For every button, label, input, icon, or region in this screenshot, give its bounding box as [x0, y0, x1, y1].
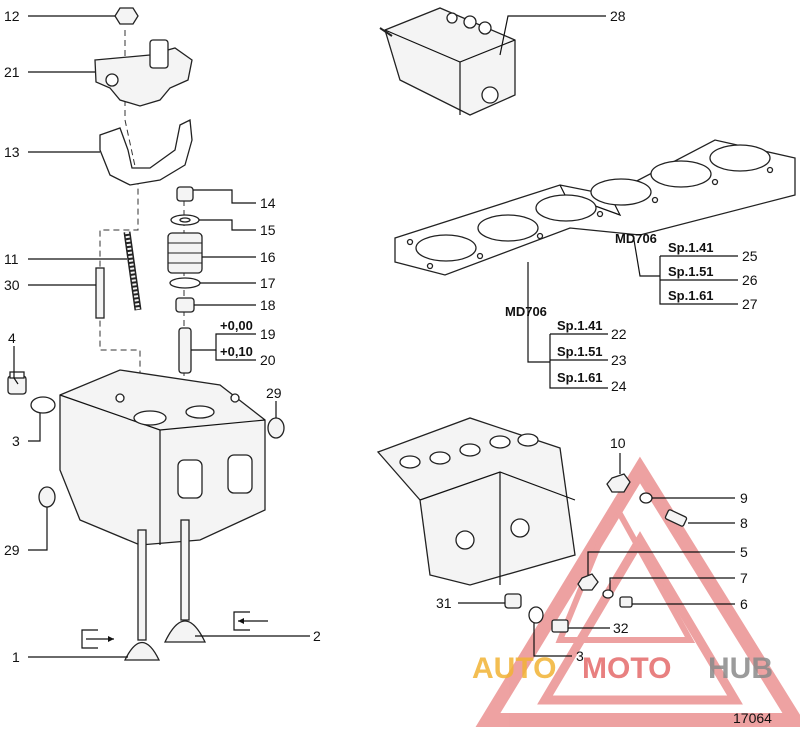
callout-20: 20 — [260, 352, 276, 368]
callout-21: 21 — [4, 64, 20, 80]
fitting-part-31 — [504, 593, 522, 609]
callout-8: 8 — [740, 515, 748, 531]
callout-17: 17 — [260, 275, 276, 291]
callout-23: 23 — [611, 352, 627, 368]
fitting-part-10 — [606, 473, 631, 493]
ring-part-3 — [30, 396, 56, 414]
callout-10: 10 — [610, 435, 626, 451]
callout-16: 16 — [260, 249, 276, 265]
callout-3-lower: 3 — [576, 648, 584, 664]
guide-std-label: +0,00 — [220, 318, 253, 333]
callout-18: 18 — [260, 297, 276, 313]
cylinder-head-block — [59, 369, 266, 546]
valve-part-1 — [123, 529, 161, 661]
callout-29-lower: 29 — [4, 542, 20, 558]
callout-13: 13 — [4, 144, 20, 160]
head-assembly-part-28 — [379, 7, 516, 116]
callout-7: 7 — [740, 570, 748, 586]
sensor-part-8 — [664, 509, 688, 527]
callout-11: 11 — [4, 251, 19, 267]
watermark-moto: MOTO — [582, 652, 671, 685]
valve-part-2 — [163, 519, 207, 643]
callout-29-upper: 29 — [266, 385, 282, 401]
watermark-hub: HUB — [708, 652, 773, 685]
gasket-top-option-1: Sp.1.41 — [668, 240, 714, 255]
callout-19: 19 — [260, 326, 276, 342]
gasket-bottom-option-3: Sp.1.61 — [557, 370, 603, 385]
intake-symbol — [81, 629, 114, 649]
watermark-text: AUTO MOTO HUB — [472, 652, 773, 685]
callout-28: 28 — [610, 8, 626, 24]
callout-4: 4 — [8, 330, 16, 346]
gasket-bottom-option-1: Sp.1.41 — [557, 318, 603, 333]
callout-15: 15 — [260, 222, 276, 238]
figure-number: 17064 — [733, 710, 772, 726]
valve-spring-stack — [167, 186, 203, 374]
head-gasket — [394, 139, 796, 276]
callout-6: 6 — [740, 596, 748, 612]
plug-part-29-upper — [267, 417, 285, 439]
gasket-bottom-model: MD706 — [505, 304, 547, 319]
gasket-top-option-3: Sp.1.61 — [668, 288, 714, 303]
callout-labels: 12 21 13 11 30 4 3 29 1 14 15 16 17 18 +… — [4, 8, 772, 726]
washer-part-9 — [639, 492, 653, 504]
callout-22: 22 — [611, 326, 627, 342]
callout-14: 14 — [260, 195, 276, 211]
gasket-top-model: MD706 — [615, 231, 657, 246]
stud-part-30 — [95, 267, 105, 319]
plug-part-4 — [7, 371, 27, 395]
callout-1: 1 — [12, 649, 20, 665]
callout-9: 9 — [740, 490, 748, 506]
callout-3-left: 3 — [12, 433, 20, 449]
callout-12: 12 — [4, 8, 20, 24]
guide-oversize-label: +0,10 — [220, 344, 253, 359]
callout-26: 26 — [742, 272, 758, 288]
callout-24: 24 — [611, 378, 627, 394]
plug-part-6 — [619, 596, 633, 608]
fitting-part-5 — [577, 573, 599, 591]
engine-block-view — [376, 417, 576, 586]
callout-5: 5 — [740, 544, 748, 560]
callout-30: 30 — [4, 277, 20, 293]
bracket-part-13 — [99, 118, 193, 186]
exhaust-symbol — [233, 611, 268, 631]
plug-part-29-lower — [38, 486, 56, 508]
nut-part-12 — [114, 7, 139, 25]
callout-32: 32 — [613, 620, 629, 636]
watermark-auto: AUTO — [472, 652, 556, 685]
gasket-bottom-option-2: Sp.1.51 — [557, 344, 603, 359]
washer-part-3-lower — [528, 606, 544, 624]
callout-31: 31 — [436, 595, 452, 611]
washer-part-7 — [602, 589, 614, 599]
leader-lines — [13, 15, 738, 658]
callout-27: 27 — [742, 296, 758, 312]
sensor-part-32 — [551, 619, 569, 633]
gasket-top-option-2: Sp.1.51 — [668, 264, 714, 279]
callout-2: 2 — [313, 628, 321, 644]
callout-25: 25 — [742, 248, 758, 264]
rod-part-11 — [123, 231, 142, 311]
rocker-arm-part-21 — [94, 39, 193, 107]
